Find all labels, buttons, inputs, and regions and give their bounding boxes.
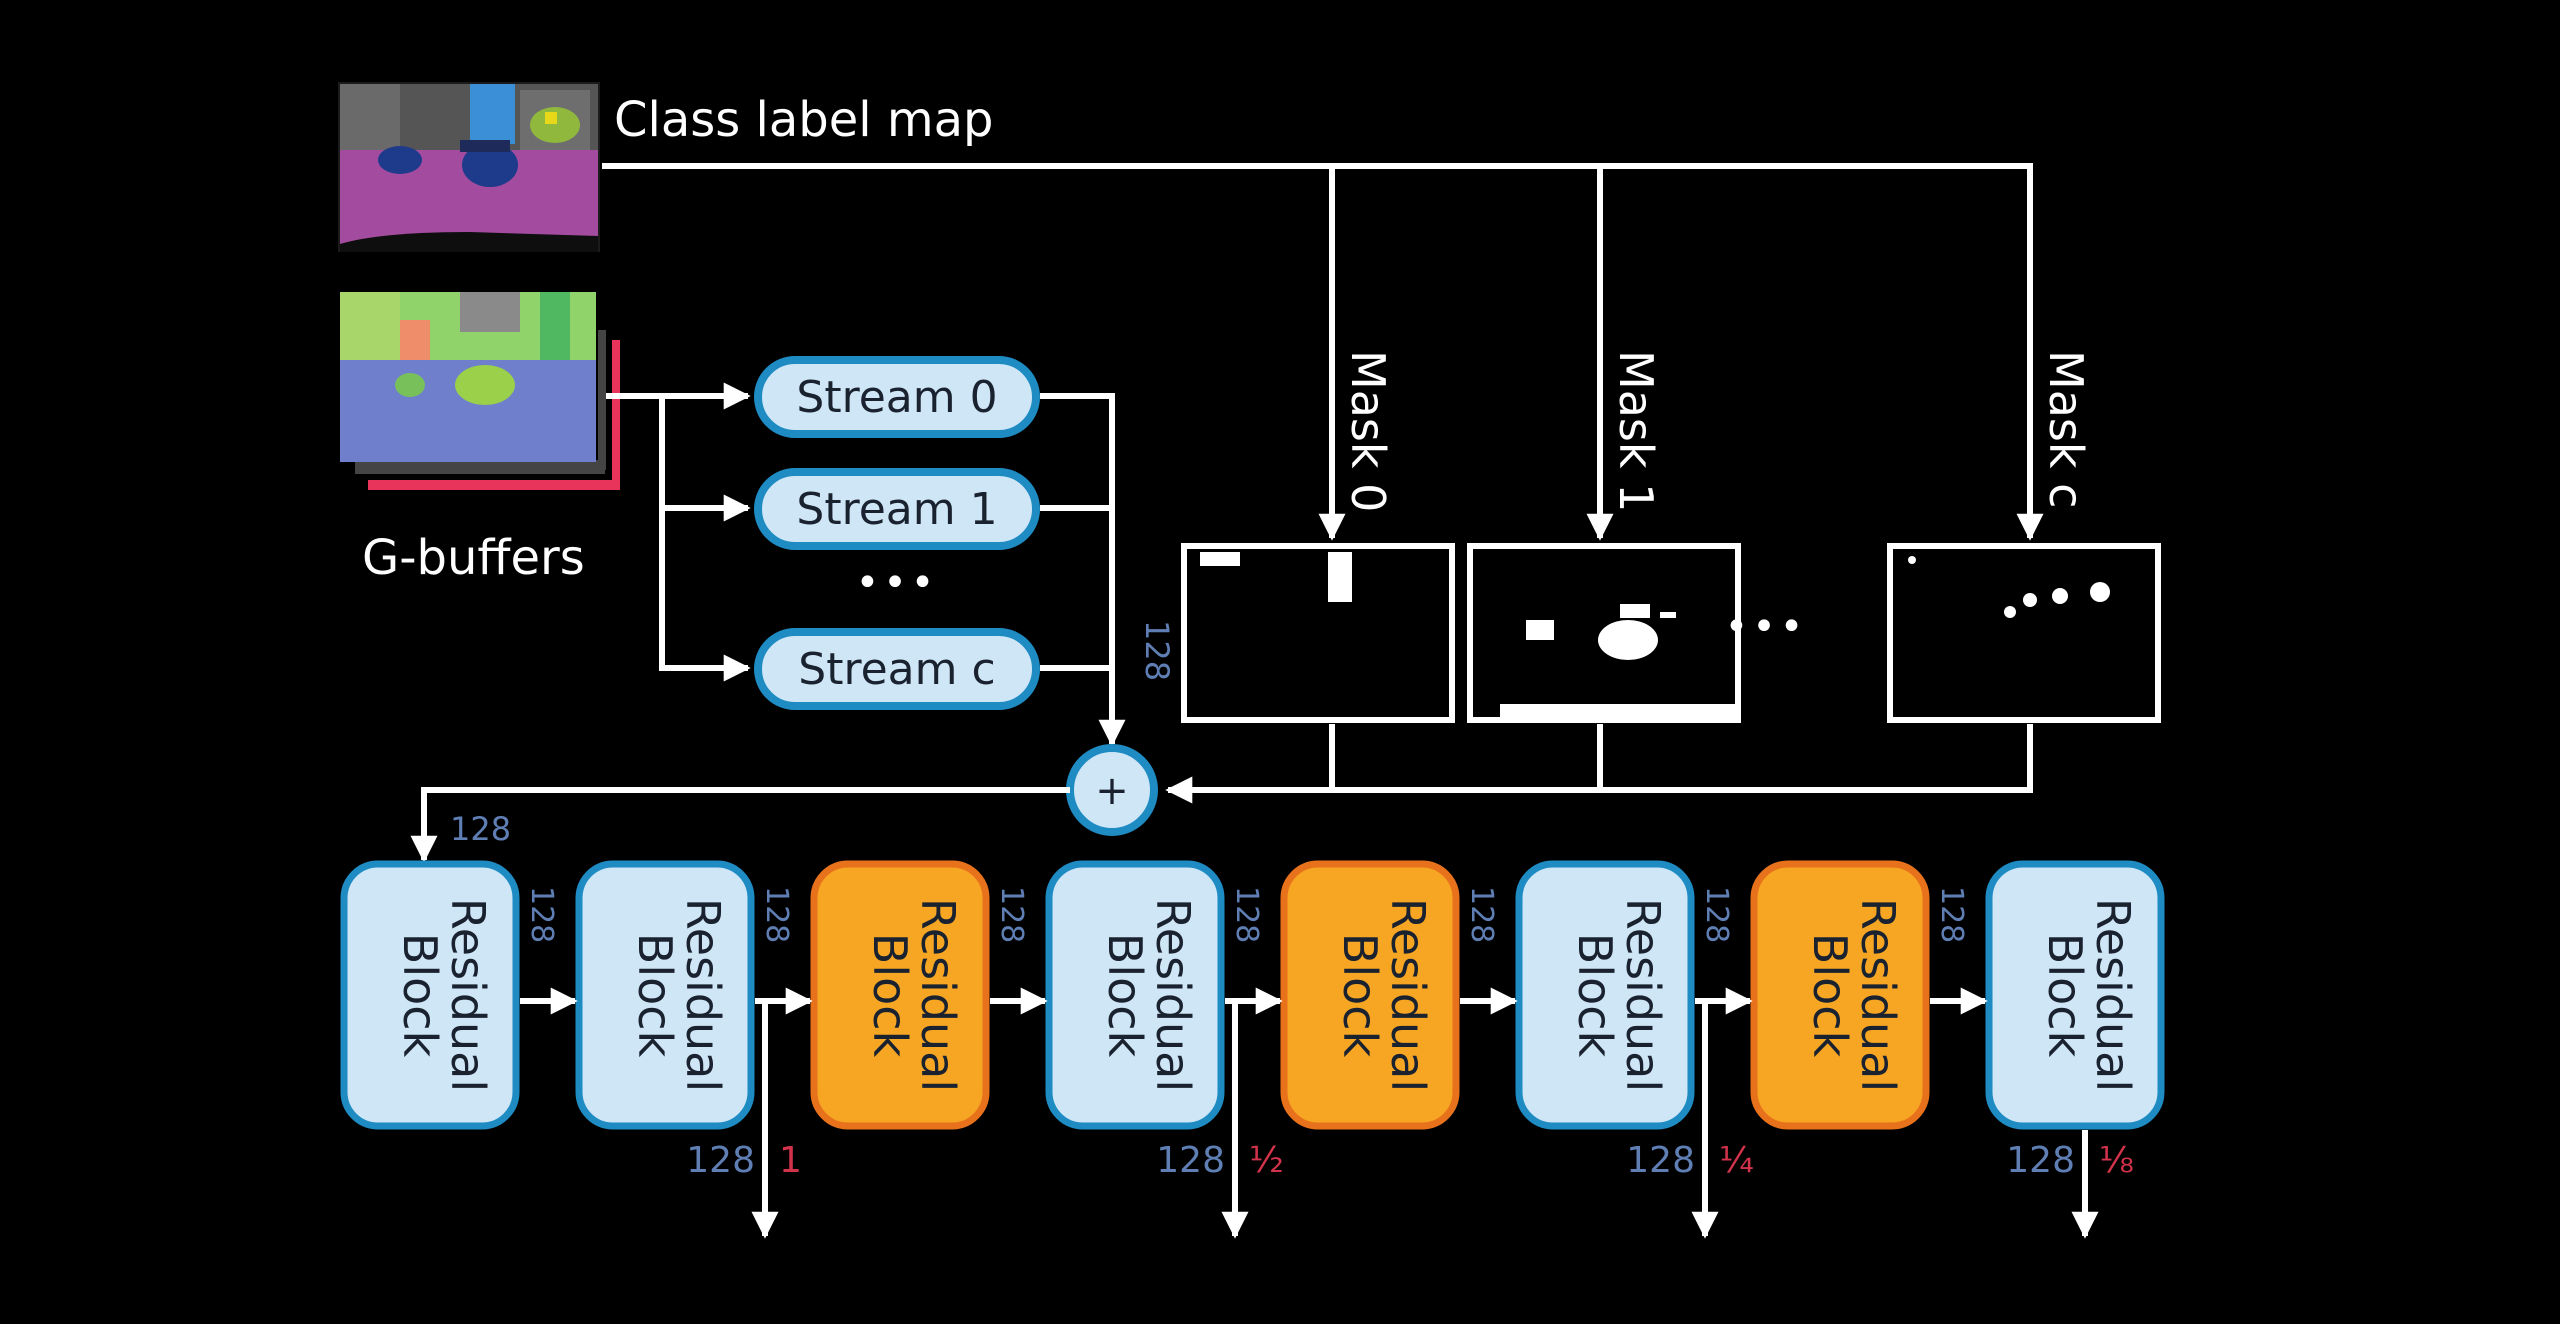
between-channels-label: 128 <box>759 886 794 943</box>
mask-0-label: Mask 0 <box>1341 350 1395 512</box>
g-buffers-label: G-buffers <box>362 530 585 586</box>
stream-0-label: Stream 0 <box>796 372 997 423</box>
output-scale-label: ¼ <box>1719 1140 1754 1181</box>
output-channels-label: 128 <box>686 1140 755 1181</box>
residual-block-label-line1: Residual <box>1851 898 1905 1092</box>
plus-icon: + <box>1095 768 1129 814</box>
output-taps: 128 1 128 ½ 128 ¼ 128 ⅛ <box>686 1001 2134 1239</box>
residual-block-label-line1: Residual <box>441 898 495 1092</box>
residual-block-label-line2: Block <box>2038 933 2092 1058</box>
output-scale-label: 1 <box>779 1140 802 1181</box>
between-channels-label: 128 <box>524 886 559 943</box>
residual-block-label-line1: Residual <box>1146 898 1200 1092</box>
mask-c-image <box>1887 543 2161 723</box>
residual-block-label-line1: Residual <box>1381 898 1435 1092</box>
output-scale-label: ½ <box>1249 1140 1284 1181</box>
class-map-wires <box>602 163 2044 541</box>
residual-block-label-line1: Residual <box>676 898 730 1092</box>
mask-0-image <box>1181 543 1455 723</box>
gbuffer-to-stream-wires <box>606 382 751 682</box>
between-channels-label: 128 <box>1934 886 1969 943</box>
sum-to-block-wire <box>410 787 1070 863</box>
residual-block-label-line2: Block <box>1803 933 1857 1058</box>
residual-block-label-line1: Residual <box>911 898 965 1092</box>
output-channels-label: 128 <box>1626 1140 1695 1181</box>
between-channels-label: 128 <box>1464 886 1499 943</box>
residual-block-label-line2: Block <box>393 933 447 1058</box>
residual-block-label-line1: Residual <box>1616 898 1670 1092</box>
streams-merge-wires <box>1040 393 1126 747</box>
mask-1-label: Mask 1 <box>1609 350 1663 512</box>
output-channels-label: 128 <box>1156 1140 1225 1181</box>
between-channels-label: 128 <box>1699 886 1734 943</box>
stream-out-channels: 128 <box>1138 620 1176 681</box>
mask-c-label: Mask c <box>2039 350 2093 508</box>
class-label-map-image <box>338 82 600 252</box>
stream-1-label: Stream 1 <box>796 484 997 535</box>
input-channels: 128 <box>450 810 511 848</box>
output-channels-label: 128 <box>2006 1140 2075 1181</box>
output-scale-label: ⅛ <box>2099 1140 2134 1181</box>
between-channels-label: 128 <box>994 886 1029 943</box>
stream-0: Stream 0 <box>754 356 1040 438</box>
stream-1: Stream 1 <box>754 468 1040 550</box>
stream-c: Stream c <box>754 628 1040 710</box>
streams-ellipsis: ••• <box>856 560 939 606</box>
masks-ellipsis: ••• <box>1725 604 1808 650</box>
sum-node: + <box>1066 744 1158 836</box>
stream-c-label: Stream c <box>798 644 995 695</box>
residual-block-label-line1: Residual <box>2086 898 2140 1092</box>
mask-1-image <box>1467 543 1741 723</box>
class-label-map-label: Class label map <box>614 92 994 148</box>
between-channels-label: 128 <box>1229 886 1264 943</box>
residual-block-label-line2: Block <box>863 933 917 1058</box>
g-buffers-image-stack <box>340 292 620 490</box>
residual-block-label-line2: Block <box>1333 933 1387 1058</box>
mask-merge-wires <box>1165 724 2033 804</box>
residual-block-label-line2: Block <box>1568 933 1622 1058</box>
residual-block-label-line2: Block <box>628 933 682 1058</box>
residual-block-label-line2: Block <box>1098 933 1152 1058</box>
